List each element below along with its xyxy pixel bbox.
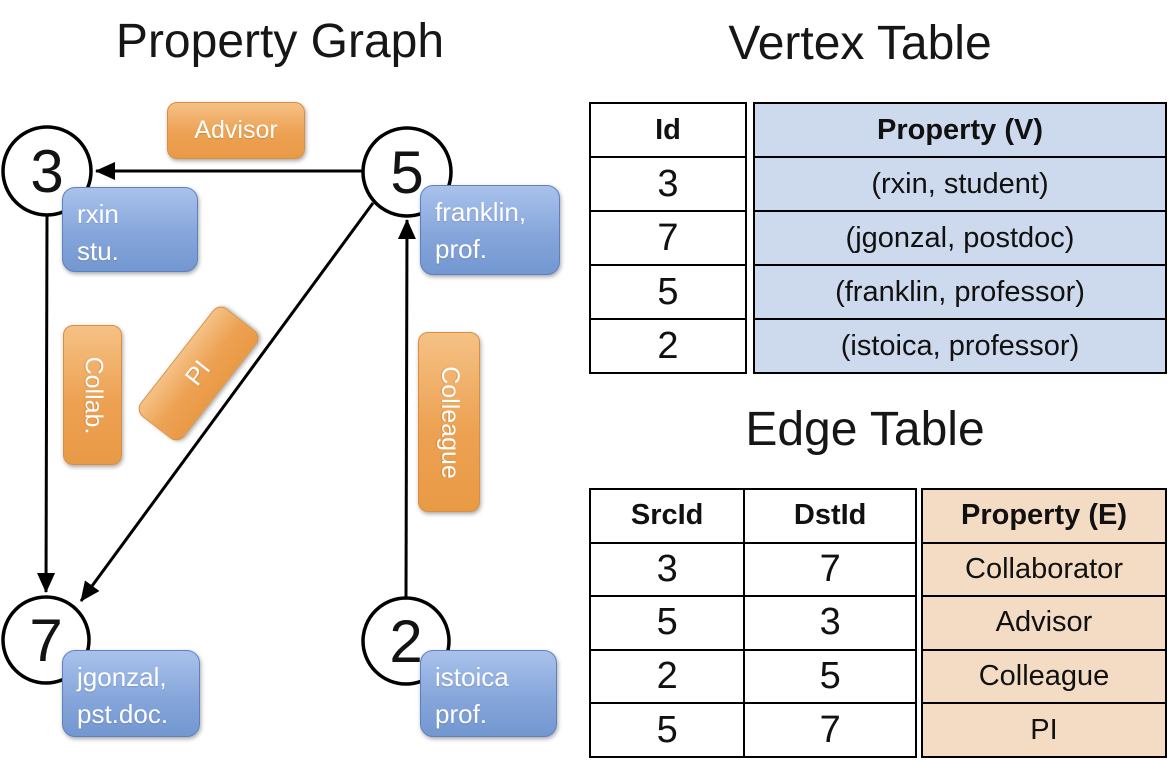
vertex-property-box-3: rxin stu. <box>62 187 198 272</box>
vertex-table-property-cell: (jgonzal, postdoc) <box>755 210 1165 264</box>
vertex-table-property-header: Property (V) <box>755 104 1165 156</box>
edge-label-collab: Collab. <box>63 325 122 465</box>
node-id-3: 3 <box>30 137 64 205</box>
edge-2-to-5 <box>397 219 416 599</box>
edge-table-dstid-column: DstId 7 3 5 7 <box>745 490 915 756</box>
edge-table-id-columns: SrcId 3 5 2 5 DstId 7 3 5 7 <box>589 488 917 758</box>
vertex-table-property-cell: (istoica, professor) <box>755 318 1165 372</box>
node-id-2: 2 <box>389 607 423 675</box>
edge-5-to-7 <box>79 202 375 602</box>
vertex-property-5-line2: prof. <box>435 233 488 264</box>
vertex-property-5-line1: franklin, <box>435 197 527 227</box>
vertex-property-3-line2: stu. <box>77 235 119 266</box>
vertex-table-id-column: Id 3 7 5 2 <box>589 102 747 374</box>
edge-label-advisor-text: Advisor <box>194 116 278 144</box>
edge-table-property-cell: Collaborator <box>923 541 1165 596</box>
edge-table-title: Edge Table <box>745 403 985 456</box>
edge-table-dstid-cell: 5 <box>745 648 915 703</box>
edge-table-srcid-cell: 2 <box>591 648 744 703</box>
vertex-table-id-header: Id <box>655 113 681 146</box>
vertex-property-7-line2: pst.doc. <box>77 698 169 729</box>
vertex-table-id-cell: 3 <box>591 156 745 210</box>
edge-table-dstid-cell: 7 <box>745 702 915 756</box>
edge-table-property-column: Property (E) Collaborator Advisor Collea… <box>921 488 1167 758</box>
edge-table-srcid-header: SrcId <box>630 499 704 532</box>
vertex-table-property-cell: (franklin, professor) <box>755 264 1165 318</box>
vertex-table-id-cell: 7 <box>591 210 745 264</box>
edge-table-dstid-cell: 7 <box>745 541 915 596</box>
vertex-property-3-line1: rxin <box>77 199 119 229</box>
vertex-property-box-7: jgonzal, pst.doc. <box>62 650 200 737</box>
edge-table-srcid-cell: 3 <box>591 541 744 596</box>
vertex-table-id-cell: 5 <box>591 264 745 318</box>
vertex-property-box-2: istoica prof. <box>420 650 557 737</box>
edge-table-srcid-cell: 5 <box>591 595 744 649</box>
edge-label-colleague: Colleague <box>418 332 480 512</box>
edge-table-dstid-cell: 3 <box>745 595 915 649</box>
edge-table-property-header: Property (E) <box>923 490 1165 542</box>
vertex-table-property-column: Property (V) (rxin, student) (jgonzal, p… <box>753 102 1167 374</box>
edge-label-pi-text: PI <box>179 355 217 392</box>
edge-table-srcid-column: SrcId 3 5 2 5 <box>591 490 746 756</box>
edge-label-advisor: Advisor <box>167 102 305 159</box>
vertex-table-title: Vertex Table <box>728 17 992 70</box>
vertex-property-2-line1: istoica <box>435 662 509 692</box>
node-id-5: 5 <box>390 138 424 206</box>
edge-table-property-cell: Colleague <box>923 648 1165 703</box>
vertex-property-7-line1: jgonzal, <box>77 662 167 692</box>
edge-table-srcid-cell: 5 <box>591 702 744 756</box>
edge-table-property-cell: PI <box>923 702 1165 756</box>
vertex-table-id-cell: 2 <box>591 318 745 372</box>
property-graph-title: Property Graph <box>115 15 445 68</box>
edge-label-collab-text: Collab. <box>79 356 108 434</box>
edge-3-to-7 <box>37 214 56 593</box>
vertex-property-box-5: franklin, prof. <box>420 185 560 275</box>
vertex-property-2-line2: prof. <box>435 698 488 729</box>
node-id-7: 7 <box>29 606 63 674</box>
edge-table-property-cell: Advisor <box>923 595 1165 649</box>
edge-label-colleague-text: Colleague <box>435 365 464 479</box>
vertex-table-property-cell: (rxin, student) <box>755 156 1165 210</box>
edge-table-dstid-header: DstId <box>793 499 867 532</box>
